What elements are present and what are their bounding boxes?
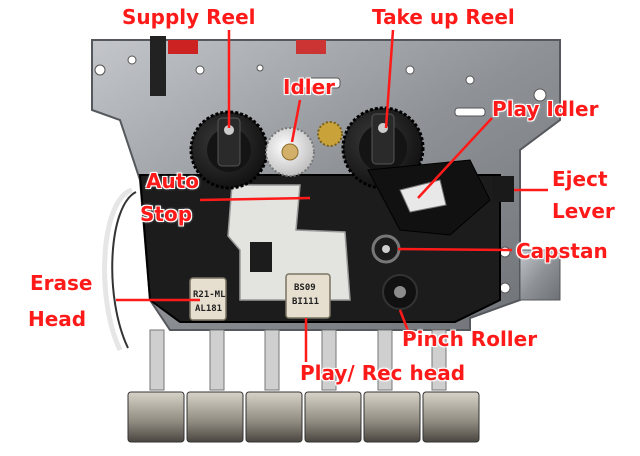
label-play-rec-head: Play/ Rec head — [300, 361, 466, 385]
label-eject-lever-line1: Eject — [552, 167, 608, 191]
leader-lines — [116, 29, 548, 362]
play-idler-white-lever — [399, 179, 447, 213]
label-play-idler: Play Idler — [492, 97, 599, 121]
play-head-marking-bottom: BI111 — [292, 297, 320, 307]
label-pinch-roller: Pinch Roller — [402, 327, 538, 351]
label-capstan: Capstan — [516, 239, 608, 263]
slider-slot — [250, 242, 272, 272]
connector-right — [296, 40, 326, 54]
label-idler: Idler — [283, 75, 336, 99]
label-supply-reel: Supply Reel — [122, 5, 256, 29]
pinch-roller-hub — [394, 286, 406, 298]
eject-lever-tab — [492, 176, 514, 202]
piano-keys — [127, 329, 480, 443]
chassis-holes — [94, 55, 547, 294]
label-take-up-reel: Take up Reel — [372, 5, 515, 29]
bracket-left — [150, 36, 166, 96]
wire-white — [102, 187, 134, 352]
erase-head-marking-top: R21-ML — [193, 290, 226, 300]
label-auto-stop-line2: Stop — [140, 202, 193, 226]
right-bracket — [519, 249, 561, 301]
play-head-body — [285, 273, 331, 319]
erase-head-marking-bottom: AL181 — [195, 304, 223, 314]
label-erase-head-line1: Erase — [30, 271, 93, 295]
connector-left — [168, 40, 198, 54]
label-auto-stop-line1: Auto — [146, 169, 200, 193]
label-erase-head-line2: Head — [28, 307, 87, 331]
play-head-marking-top: BS09 — [294, 283, 316, 293]
capstan-pin — [382, 245, 390, 253]
brass-gear — [317, 121, 343, 147]
label-eject-lever-line2: Lever — [552, 199, 615, 223]
idler-gear — [265, 127, 315, 177]
wire-black — [111, 191, 137, 349]
